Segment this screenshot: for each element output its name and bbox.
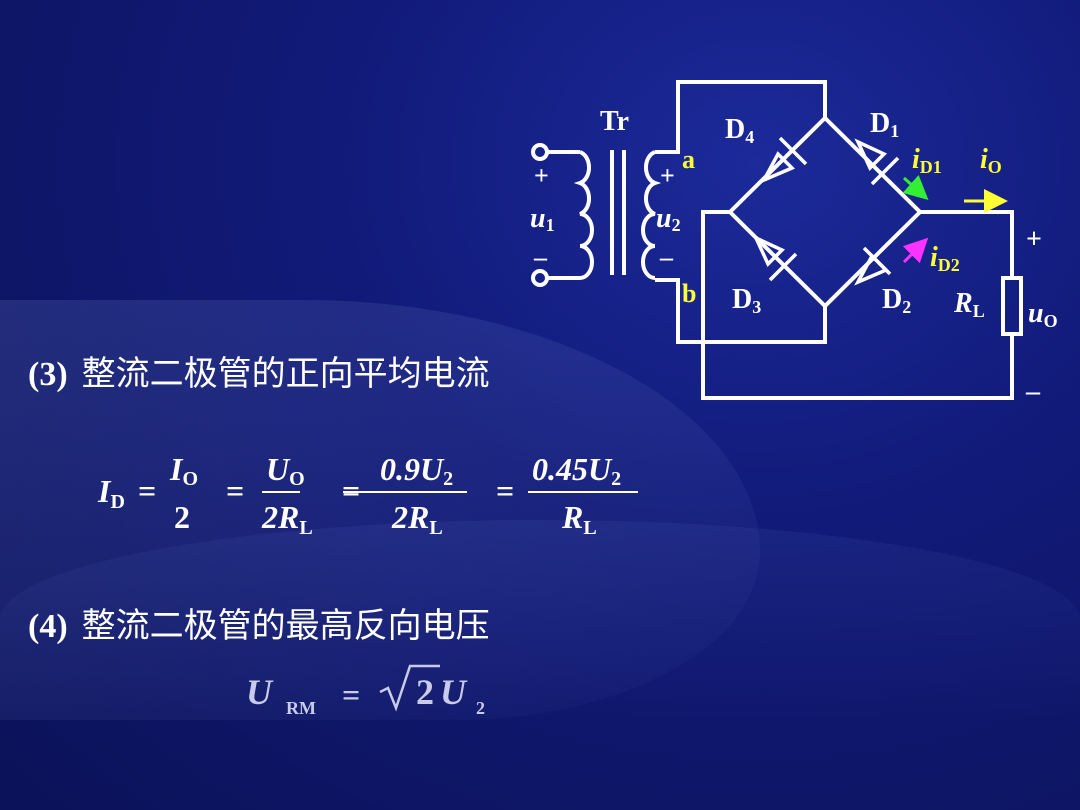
- id2-label: iD2: [930, 242, 960, 275]
- u2-symbol: U: [440, 672, 468, 712]
- section3-heading: (3) 整流二极管的正向平均电流: [28, 346, 490, 395]
- primary-plus: +: [534, 161, 549, 190]
- diode-d1: [854, 138, 900, 186]
- load-resistor: [1001, 276, 1023, 336]
- secondary-minus: –: [659, 243, 674, 272]
- denominator-2rl: 2RL: [261, 499, 313, 539]
- d1-label: D1: [870, 108, 899, 141]
- sqrt-symbol: [379, 664, 440, 712]
- numerator-09u2: 0.9U2: [380, 451, 453, 490]
- primary-coil: [573, 150, 594, 280]
- denominator-2rl-b: 2RL: [391, 499, 443, 539]
- id2-arrow: [902, 237, 929, 264]
- section3-number: (3): [28, 356, 68, 393]
- background-wave-lower: [0, 520, 1080, 720]
- reverse-voltage-equation: U RM = 2 U 2: [246, 664, 485, 718]
- u2-subscript: 2: [476, 698, 485, 718]
- equals-urm: =: [342, 677, 360, 713]
- rl-label: RL: [953, 288, 985, 321]
- urm-subscript: RM: [286, 698, 316, 718]
- diode-d4: [760, 136, 808, 184]
- output-minus: –: [1025, 376, 1041, 407]
- primary-minus: –: [533, 243, 548, 272]
- urm-symbol: U: [246, 672, 274, 712]
- section4-heading: (4) 整流二极管的最高反向电压: [28, 598, 490, 647]
- section4-number: (4): [28, 608, 68, 645]
- u1-label: u1: [530, 203, 555, 235]
- d2-label: D2: [882, 284, 911, 317]
- output-plus: +: [1026, 224, 1042, 255]
- io-label: iO: [980, 144, 1002, 177]
- uo-label: uO: [1028, 298, 1058, 331]
- transformer-label: Tr: [600, 106, 629, 137]
- equals-4: =: [496, 473, 514, 509]
- secondary-plus: +: [660, 161, 675, 190]
- numerator-045u2: 0.45U2: [532, 451, 621, 490]
- node-b-label: b: [682, 279, 696, 308]
- sqrt-two: 2: [416, 672, 434, 712]
- secondary-coil: [641, 150, 662, 280]
- bridge-rectifier-diagram: Tr + – u1 + – u2 a b D4 D1 D3 D2 iD1 iO …: [530, 80, 1058, 407]
- diode-d2: [854, 246, 892, 286]
- d4-label: D4: [725, 114, 754, 147]
- id1-arrow: [902, 175, 929, 201]
- primary-terminal-top: [531, 143, 549, 161]
- u2-label: u2: [656, 203, 681, 235]
- diode-d3: [752, 234, 798, 282]
- section3-title: 整流二极管的正向平均电流: [81, 354, 490, 394]
- denominator-2: 2: [174, 499, 190, 535]
- section4-title: 整流二极管的最高反向电压: [81, 606, 490, 646]
- d3-label: D3: [732, 284, 761, 317]
- denominator-rl: RL: [561, 499, 597, 539]
- uo-numerator: UO: [266, 451, 305, 490]
- equals-1: =: [138, 473, 156, 509]
- id1-label: iD1: [912, 144, 942, 177]
- id-symbol: ID: [97, 473, 125, 513]
- primary-terminal-bottom: [531, 269, 549, 287]
- node-a-label: a: [682, 145, 695, 174]
- equals-3: =: [342, 473, 360, 509]
- forward-current-equation: ID = IO 2 = UO 2RL = 0.9U2 2RL = 0.45U2 …: [97, 451, 638, 539]
- io-numerator: IO: [169, 451, 198, 490]
- equals-2: =: [226, 473, 244, 509]
